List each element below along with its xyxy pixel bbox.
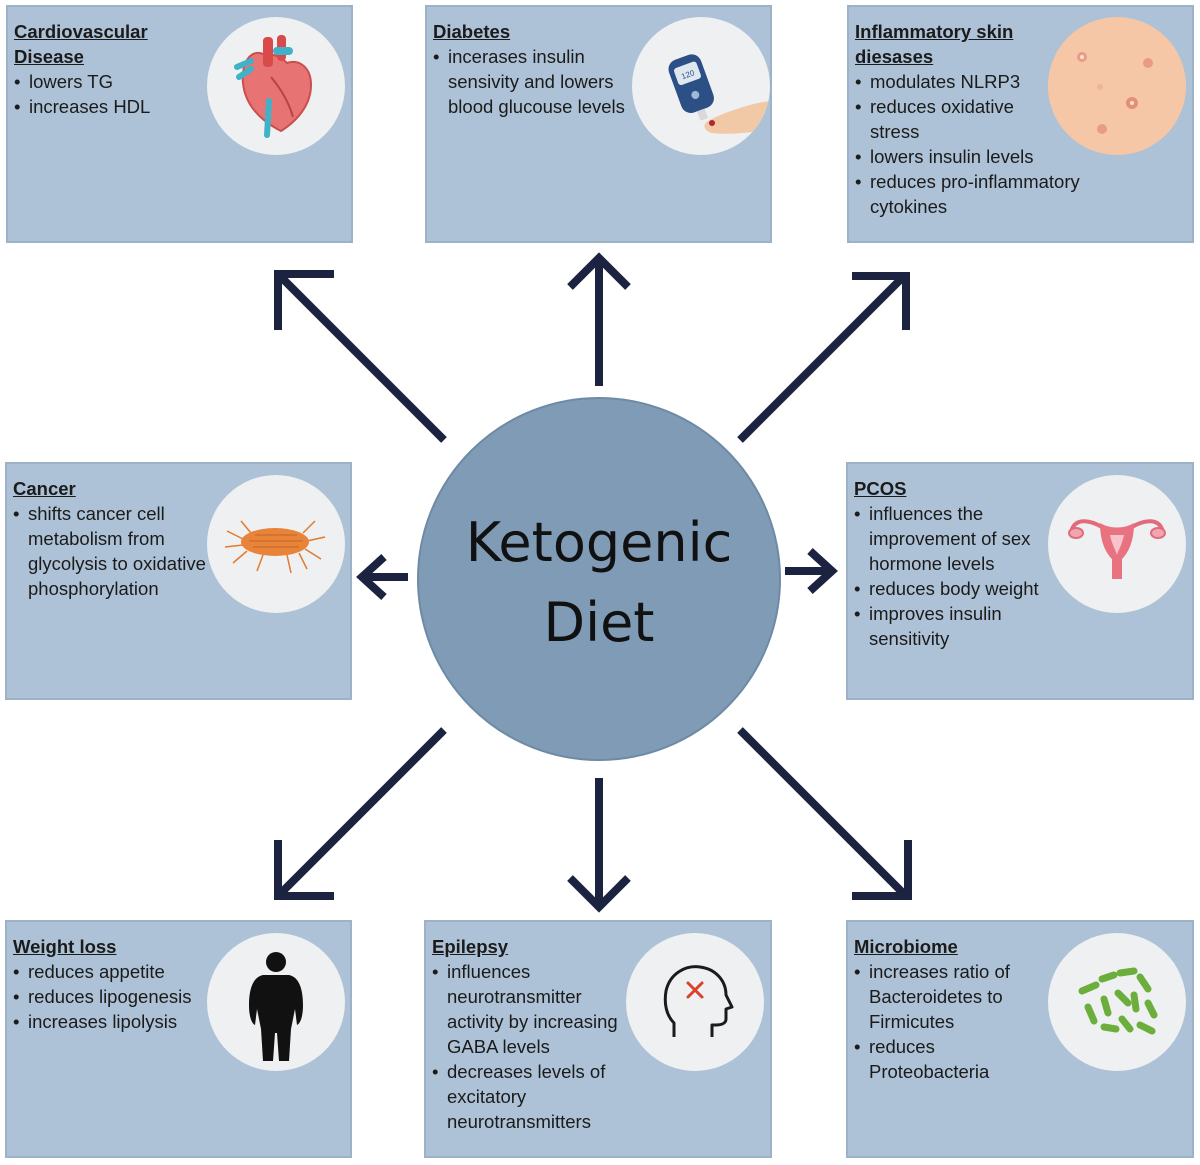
arrow-to-microbiome (737, 727, 912, 900)
list-item: influences the improvement of sex hormon… (854, 501, 1059, 576)
pcos-text: PCOS influences the improvement of sex h… (854, 476, 1059, 651)
list-item: incerases insulin sensivity and lowers b… (433, 44, 633, 119)
list-item: reduces lipogenesis (13, 984, 218, 1009)
arrow-to-cardiovascular (274, 270, 447, 443)
cardiovascular-text: Cardiovascular Disease lowers TG increas… (14, 19, 214, 119)
uterus-icon (1048, 475, 1186, 613)
list-item: lowers insulin levels (855, 144, 1105, 169)
arrow-to-epilepsy (567, 778, 631, 913)
list-item: reduces appetite (13, 959, 218, 984)
list-item: reduces body weight (854, 576, 1059, 601)
weight-loss-title: Weight loss (13, 936, 117, 957)
diabetes-text: Diabetes incerases insulin sensivity and… (433, 19, 633, 119)
microbiome-text: Microbiome increases ratio of Bacteroide… (854, 934, 1054, 1084)
box-weight-loss: Weight loss reduces appetite reduces lip… (5, 920, 352, 1158)
microbiome-list: increases ratio of Bacteroidetes to Firm… (854, 959, 1054, 1084)
box-microbiome: Microbiome increases ratio of Bacteroide… (846, 920, 1194, 1158)
list-item: decreases levels of excitatory neurotran… (432, 1059, 632, 1134)
epilepsy-list: influences neurotransmitter activity by … (432, 959, 632, 1134)
skin-list: modulates NLRP3 reduces oxidative stress… (855, 69, 1105, 219)
epilepsy-text: Epilepsy influences neurotransmitter act… (432, 934, 632, 1134)
arrow-to-cancer (356, 554, 408, 600)
list-item: reduces Proteobacteria (854, 1034, 1054, 1084)
box-cardiovascular-disease: Cardiovascular Disease lowers TG increas… (6, 5, 353, 243)
heart-icon (207, 17, 345, 155)
box-cancer: Cancer shifts cancer cell metabolism fro… (5, 462, 352, 700)
skin-acne-icon (1048, 17, 1186, 155)
list-item: increases HDL (14, 94, 214, 119)
epilepsy-title: Epilepsy (432, 936, 509, 957)
head-profile-icon (626, 933, 764, 1071)
weight-loss-list: reduces appetite reduces lipogenesis inc… (13, 959, 218, 1034)
box-epilepsy: Epilepsy influences neurotransmitter act… (424, 920, 772, 1158)
box-inflammatory-skin: Inflammatory skin diesases modulates NLR… (847, 5, 1194, 243)
ketogenic-diet-circle: Ketogenic Diet (417, 397, 781, 761)
cardiovascular-list: lowers TG increases HDL (14, 69, 214, 119)
pcos-list: influences the improvement of sex hormon… (854, 501, 1059, 651)
pcos-title: PCOS (854, 478, 907, 499)
list-item: reduces oxidative stress (855, 94, 1050, 144)
list-item: influences neurotransmitter activity by … (432, 959, 632, 1059)
skin-title: Inflammatory skin diesases (855, 21, 1014, 67)
center-title-line2: Diet (543, 591, 655, 654)
list-item: increases ratio of Bacteroidetes to Firm… (854, 959, 1054, 1034)
glucose-meter-icon: 120 (632, 17, 770, 155)
list-item: shifts cancer cell metabolism from glyco… (13, 501, 213, 601)
arrow-to-weight-loss (274, 727, 447, 900)
arrow-to-pcos (785, 548, 838, 594)
weight-loss-text: Weight loss reduces appetite reduces lip… (13, 934, 218, 1034)
bacteria-icon (1048, 933, 1186, 1071)
list-item: improves insulin sensitivity (854, 601, 1059, 651)
diabetes-title: Diabetes (433, 21, 511, 42)
glucose-meter-display: 120 (680, 68, 696, 81)
list-item: modulates NLRP3 (855, 69, 1105, 94)
list-item: lowers TG (14, 69, 214, 94)
center-title-line1: Ketogenic (465, 511, 733, 574)
box-pcos: PCOS influences the improvement of sex h… (846, 462, 1194, 700)
cancer-title: Cancer (13, 478, 76, 499)
list-item: increases lipolysis (13, 1009, 218, 1034)
box-diabetes: Diabetes incerases insulin sensivity and… (425, 5, 772, 243)
list-item: reduces pro-inflammatory cytokines (855, 169, 1105, 219)
cancer-cell-icon (207, 475, 345, 613)
diabetes-list: incerases insulin sensivity and lowers b… (433, 44, 633, 119)
arrow-to-skin (737, 272, 910, 443)
body-silhouette-icon (207, 933, 345, 1071)
microbiome-title: Microbiome (854, 936, 958, 957)
cancer-text: Cancer shifts cancer cell metabolism fro… (13, 476, 213, 601)
cancer-list: shifts cancer cell metabolism from glyco… (13, 501, 213, 601)
skin-text: Inflammatory skin diesases modulates NLR… (855, 19, 1105, 219)
arrow-to-diabetes (567, 252, 631, 386)
cardiovascular-title: Cardiovascular Disease (14, 21, 148, 67)
